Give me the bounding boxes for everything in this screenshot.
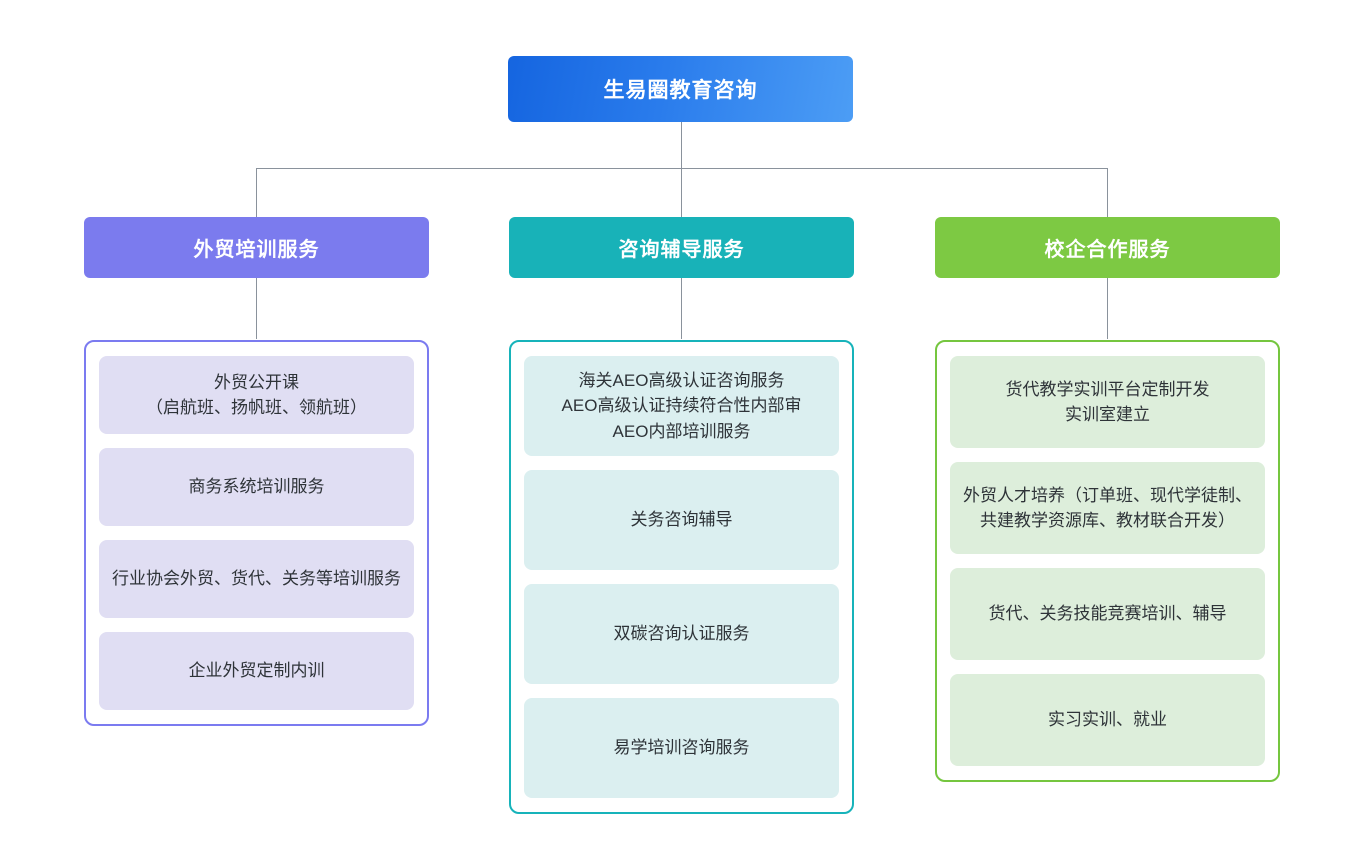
category-header-xiaoqi-hezuo[interactable]: 校企合作服务 xyxy=(935,217,1280,278)
branch-column-zixun-fudao: 咨询辅导服务 海关AEO高级认证咨询服务 AEO高级认证持续符合性内部审 AEO… xyxy=(509,217,854,814)
service-item[interactable]: 实习实训、就业 xyxy=(950,674,1265,766)
service-item[interactable]: 易学培训咨询服务 xyxy=(524,698,839,798)
connector-drop-column-3 xyxy=(1107,168,1108,217)
service-item-text: 实习实训、就业 xyxy=(1048,710,1167,730)
category-header-zixun-fudao[interactable]: 咨询辅导服务 xyxy=(509,217,854,278)
service-item-text: 易学培训咨询服务 xyxy=(613,738,750,758)
service-item[interactable]: 海关AEO高级认证咨询服务 AEO高级认证持续符合性内部审 AEO内部培训服务 xyxy=(524,356,839,456)
service-item-text: 企业外贸定制内训 xyxy=(188,661,325,681)
category-header-waimao-peixun[interactable]: 外贸培训服务 xyxy=(84,217,429,278)
connector-header-to-panel-2 xyxy=(681,278,682,339)
connector-drop-column-2 xyxy=(681,168,682,217)
branch-column-xiaoqi-hezuo: 校企合作服务 货代教学实训平台定制开发 实训室建立 外贸人才培养（订单班、现代学… xyxy=(935,217,1280,782)
service-item-text: 外贸公开课 （启航班、扬帆班、领航班） xyxy=(146,372,367,418)
items-panel-zixun-fudao: 海关AEO高级认证咨询服务 AEO高级认证持续符合性内部审 AEO内部培训服务 … xyxy=(509,340,854,814)
service-item-text: 商务系统培训服务 xyxy=(188,477,325,497)
service-item-text: 外贸人才培养（订单班、现代学徒制、共建教学资源库、教材联合开发） xyxy=(963,485,1252,531)
service-item-text: 海关AEO高级认证咨询服务 AEO高级认证持续符合性内部审 AEO内部培训服务 xyxy=(561,370,802,441)
category-title: 外贸培训服务 xyxy=(193,239,320,261)
service-item-text: 行业协会外贸、货代、关务等培训服务 xyxy=(112,569,401,589)
connector-drop-column-1 xyxy=(256,168,257,217)
service-item[interactable]: 外贸人才培养（订单班、现代学徒制、共建教学资源库、教材联合开发） xyxy=(950,462,1265,554)
service-item[interactable]: 外贸公开课 （启航班、扬帆班、领航班） xyxy=(99,356,414,434)
connector-header-to-panel-3 xyxy=(1107,278,1108,339)
service-item[interactable]: 双碳咨询认证服务 xyxy=(524,584,839,684)
connector-root-stem xyxy=(681,122,682,169)
service-item-text: 关务咨询辅导 xyxy=(630,510,733,530)
service-item[interactable]: 货代教学实训平台定制开发 实训室建立 xyxy=(950,356,1265,448)
root-node[interactable]: 生易圈教育咨询 xyxy=(508,56,853,122)
service-item[interactable]: 行业协会外贸、货代、关务等培训服务 xyxy=(99,540,414,618)
items-panel-xiaoqi-hezuo: 货代教学实训平台定制开发 实训室建立 外贸人才培养（订单班、现代学徒制、共建教学… xyxy=(935,340,1280,782)
root-node-title: 生易圈教育咨询 xyxy=(603,79,758,102)
service-item[interactable]: 企业外贸定制内训 xyxy=(99,632,414,710)
service-item[interactable]: 商务系统培训服务 xyxy=(99,448,414,526)
items-panel-waimao-peixun: 外贸公开课 （启航班、扬帆班、领航班） 商务系统培训服务 行业协会外贸、货代、关… xyxy=(84,340,429,726)
category-title: 咨询辅导服务 xyxy=(618,239,745,261)
connector-header-to-panel-1 xyxy=(256,278,257,339)
service-item[interactable]: 货代、关务技能竞赛培训、辅导 xyxy=(950,568,1265,660)
connector-horizontal-rail xyxy=(256,168,1108,169)
service-item-text: 双碳咨询认证服务 xyxy=(613,624,750,644)
service-item-text: 货代教学实训平台定制开发 实训室建立 xyxy=(1005,379,1210,425)
category-title: 校企合作服务 xyxy=(1044,239,1171,261)
branch-column-waimao-peixun: 外贸培训服务 外贸公开课 （启航班、扬帆班、领航班） 商务系统培训服务 行业协会… xyxy=(84,217,429,726)
service-item-text: 货代、关务技能竞赛培训、辅导 xyxy=(988,604,1227,624)
service-item[interactable]: 关务咨询辅导 xyxy=(524,470,839,570)
